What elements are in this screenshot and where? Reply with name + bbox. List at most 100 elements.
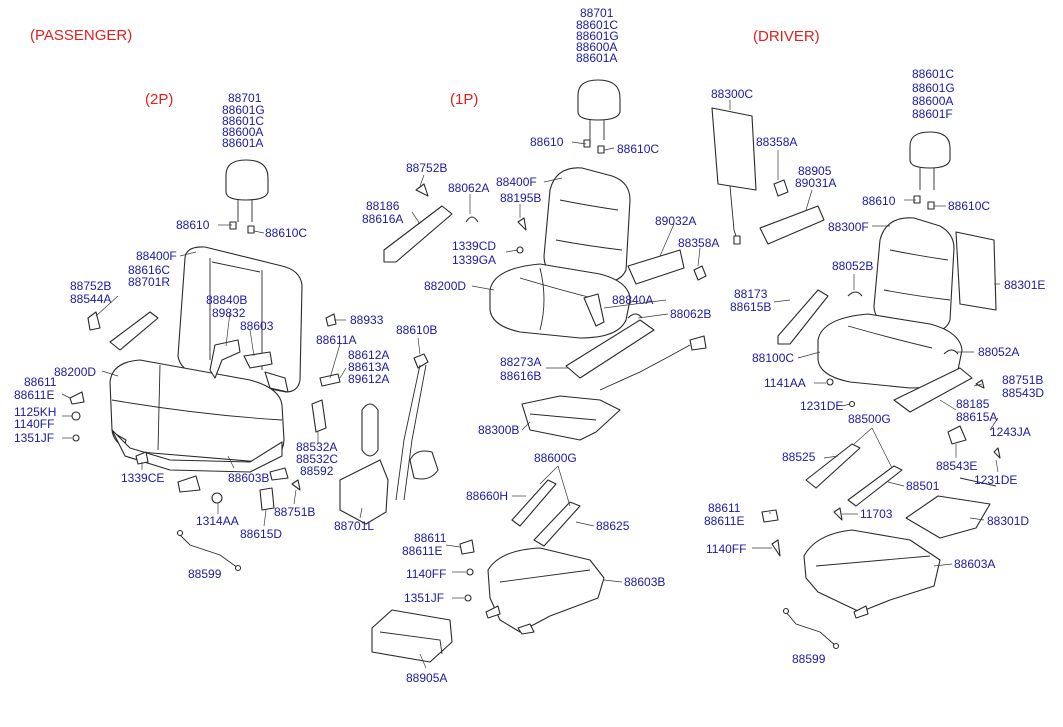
part-label: 88625 (596, 519, 630, 533)
part-label: 88611E (704, 514, 744, 528)
part-label: 88610 (862, 194, 896, 208)
driver-headrest (909, 131, 951, 210)
part-label: 1351JF (14, 431, 54, 445)
part-label: 88186 (366, 199, 400, 213)
part-label: 88615D (240, 527, 282, 541)
part-label: 88200D (424, 279, 466, 293)
part-label: 88592 (300, 464, 334, 478)
part-label: 88062B (670, 307, 711, 321)
passenger-bench-base (111, 429, 289, 493)
part-label: 88610C (617, 142, 659, 156)
part-label: 88532A (296, 440, 337, 454)
driver-seat-cushion (817, 313, 963, 389)
driver-back-pad (955, 231, 997, 311)
part-label: 88100C (752, 351, 794, 365)
part-label: 88525 (782, 450, 816, 464)
part-label: 88544A (70, 292, 111, 306)
part-label: 88052B (832, 259, 873, 273)
part-label: 88600A (576, 40, 617, 54)
part-label: 88500G (848, 412, 891, 426)
part-label: 89032A (655, 214, 696, 228)
part-label: 88611E (402, 544, 442, 558)
part-label: 88543D (1002, 386, 1044, 400)
part-label: 88615A (956, 410, 997, 424)
part-label: 88611 (24, 375, 57, 389)
part-label: 1351JF (404, 591, 444, 605)
part-label: 88610 (530, 135, 564, 149)
part-label: 1339CD (452, 239, 496, 253)
center-headrest (577, 79, 621, 154)
part-label: 1231DE (800, 399, 843, 413)
part-label: 88610 (176, 218, 210, 232)
part-label: 88603A (954, 557, 995, 571)
passenger-headrest (225, 159, 269, 234)
one-p-heading: (1P) (450, 91, 478, 108)
part-label: 88532C (296, 452, 338, 466)
part-label: 1140FF (406, 567, 446, 581)
part-label: 88358A (756, 135, 797, 149)
part-label: 88611E (14, 388, 54, 402)
part-label: 89832 (212, 306, 246, 320)
part-label: 88358A (678, 236, 719, 250)
part-label: 88052A (978, 345, 1019, 359)
part-label: 88701 (228, 91, 262, 105)
part-label: 88601G (576, 29, 619, 43)
part-label: 1140FF (14, 417, 54, 431)
part-label: 88301E (1004, 278, 1045, 292)
passenger-small-parts (69, 311, 301, 572)
part-label: 88400F (496, 175, 537, 189)
part-label: 88610C (265, 226, 307, 240)
part-label: 88933 (350, 313, 384, 327)
part-label: 88840B (206, 293, 247, 307)
part-label: 88601F (912, 107, 953, 121)
passenger-heading: (PASSENGER) (30, 27, 132, 44)
driver-small-parts (761, 289, 1001, 650)
part-label: 88752B (70, 279, 111, 293)
part-label: 88301D (987, 514, 1029, 528)
part-label: 88601G (222, 103, 265, 117)
part-label: 88599 (792, 652, 826, 666)
part-label: 88751B (274, 505, 315, 519)
part-label: 88603B (624, 575, 665, 589)
part-label: 88610B (396, 323, 437, 337)
part-label: 88701L (334, 519, 374, 533)
part-label: 89612A (348, 372, 389, 386)
part-label: 88603B (228, 471, 269, 485)
part-label: 88601C (912, 67, 954, 81)
driver-back-panel (711, 107, 825, 245)
part-label: 88701R (128, 275, 170, 289)
part-label: 88400F (136, 249, 177, 263)
part-label: 88185 (956, 397, 990, 411)
part-label: 88611 (708, 501, 741, 515)
driver-seat-back (873, 217, 955, 333)
part-label: 1339GA (452, 253, 496, 267)
part-label: 88601C (576, 18, 618, 32)
part-label: 88613A (348, 360, 389, 374)
part-label: 88840A (612, 293, 653, 307)
part-label: 88300B (478, 423, 519, 437)
center-rails (459, 479, 605, 635)
part-label: 88200D (54, 365, 96, 379)
part-label: 11703 (860, 507, 893, 521)
part-label: 88660H (466, 489, 508, 503)
part-label: 88610C (948, 199, 990, 213)
part-label: 88601G (912, 81, 955, 95)
part-label: 88752B (406, 161, 447, 175)
part-label: 88905 (798, 164, 832, 178)
part-label: 88701 (580, 6, 614, 20)
part-labels: 88701 88601G 88601C 88600A 88601A 88610 … (14, 6, 1045, 685)
center-small-parts (383, 183, 707, 441)
driver-heading: (DRIVER) (753, 28, 820, 45)
part-label: 88616A (362, 212, 403, 226)
part-label: 1231DE (974, 473, 1017, 487)
part-label: 88300C (711, 87, 753, 101)
part-label: 88611A (316, 333, 356, 347)
part-label: 88601A (222, 136, 263, 150)
part-label: 88062A (448, 181, 489, 195)
part-label: 88616B (500, 369, 541, 383)
part-label: 1243JA (990, 425, 1031, 439)
part-label: 89031A (795, 176, 836, 190)
part-label: 1125KH (14, 405, 56, 419)
part-label: 1140FF (706, 542, 746, 556)
